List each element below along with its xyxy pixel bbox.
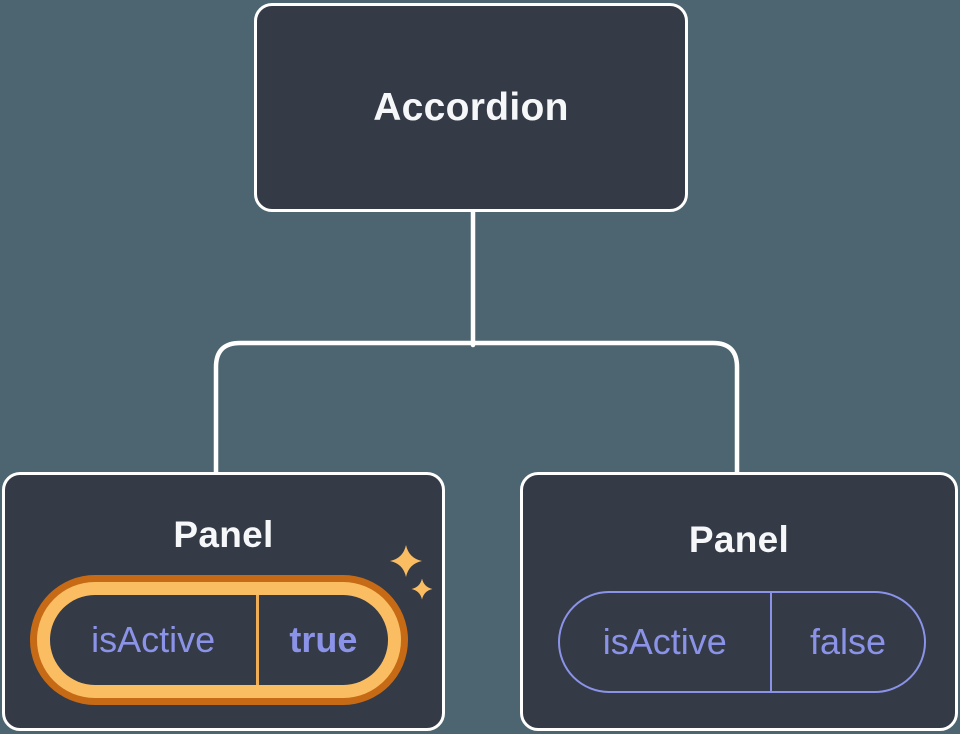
pill-divider <box>769 593 773 691</box>
pill-divider <box>256 595 259 685</box>
panel-title: Panel <box>173 514 274 555</box>
connector-branch <box>213 340 740 479</box>
state-pill-plain: isActive false <box>558 591 926 693</box>
panel-title: Panel <box>688 519 790 560</box>
accordion-node-label: Accordion <box>373 85 569 129</box>
prop-value-cell: false <box>810 621 887 662</box>
highlight-ring: isActive true <box>37 582 401 698</box>
state-pill-body: isActive true <box>50 595 388 685</box>
state-pill-highlighted: isActive true <box>30 575 408 705</box>
prop-name-cell: isActive <box>91 619 216 660</box>
prop-value-cell: true <box>289 619 358 660</box>
panel-node-inactive: Panel isActive false <box>520 472 958 731</box>
panel-node-active: Panel isActive true <box>2 472 445 731</box>
accordion-node: Accordion <box>254 3 688 212</box>
prop-name-cell: isActive <box>602 621 727 662</box>
